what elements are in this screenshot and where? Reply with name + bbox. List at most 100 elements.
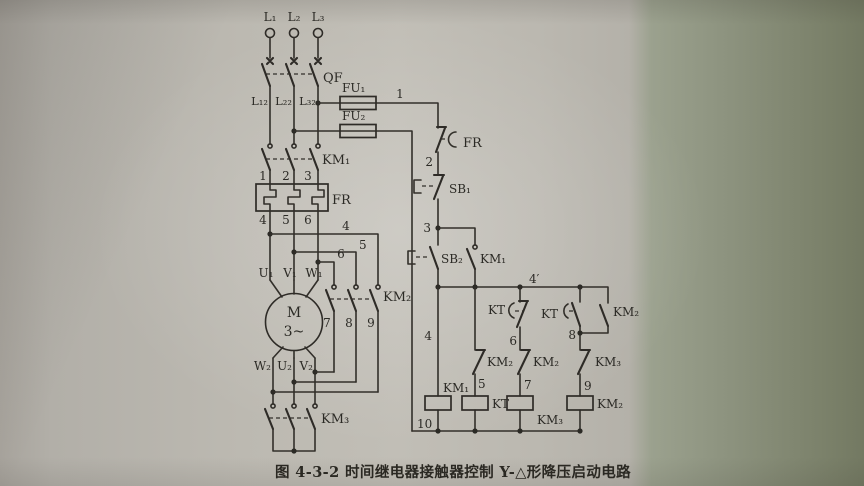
terminal-circle-l3	[312, 27, 324, 39]
branch-wires-4-5-6	[269, 233, 379, 286]
wire-number-4: 4	[342, 219, 350, 233]
motor-top-leads	[269, 279, 319, 298]
kt-nc-blade	[515, 299, 530, 329]
fu1-body	[339, 95, 377, 111]
wire-number-9c: 9	[584, 379, 592, 393]
motor-terminal-u1: U₁	[259, 266, 274, 280]
junction-dot	[435, 428, 441, 434]
fr-terminal-1: 1	[259, 169, 267, 183]
km2-coil-label: KM₂	[597, 397, 623, 411]
supply-wires	[269, 37, 319, 59]
fuse-fu2: FU₂	[291, 109, 413, 432]
kt-no-label: KT	[541, 307, 558, 321]
qf-blades	[260, 62, 320, 88]
qf-label: QF	[323, 71, 343, 86]
kt-nc-delay-arc	[508, 302, 515, 319]
kt-coil-branch: KM₂ 5 KT	[461, 286, 513, 432]
contact-pivot	[472, 244, 478, 250]
motor-terminal-u2: U₂	[277, 359, 292, 373]
km1-selfhold-contact: KM₁	[465, 244, 506, 288]
bus-4-prime: 4′	[435, 272, 609, 304]
sb1-nc-blade	[432, 173, 446, 201]
parallel-join-wire	[579, 325, 609, 334]
wire-number-3: 3	[423, 221, 431, 235]
sb1-label: SB₁	[449, 182, 471, 196]
km1-main-label: KM₁	[322, 153, 350, 168]
junction-dot	[517, 428, 523, 434]
sb2-label: SB₂	[441, 252, 463, 266]
km2-nc-label-b: KM₂	[533, 355, 559, 369]
km3-nc-label: KM₃	[595, 355, 621, 369]
wire-number-10: 10	[417, 417, 432, 431]
motor-letter: M	[287, 305, 301, 321]
contact-pivot	[291, 143, 297, 149]
wire-label-l12: L₁₂	[251, 94, 268, 108]
delta-branch-wires: 4 5 6	[267, 219, 379, 286]
contact-pivot	[270, 403, 276, 409]
km3-coil-branch: KT 6 KM₂ 7 KM₃	[488, 286, 563, 432]
fr-thermal-hook	[447, 131, 457, 148]
contact-pivot	[331, 284, 337, 290]
fu1-wire-1	[317, 102, 439, 129]
km2-blades	[324, 288, 380, 313]
circuit-breaker-qf: QF L₁₂ L₂₂ L₃₂	[251, 56, 343, 145]
fr-terminal-3: 3	[304, 169, 312, 183]
wire-number-7c: 7	[524, 378, 532, 392]
qf-cross-marks	[265, 56, 323, 66]
km1-no-blade	[465, 247, 477, 271]
km3-coil-label: KM₃	[537, 413, 563, 427]
thermal-relay-fr: 1 2 3 FR 4 5 6	[255, 169, 352, 281]
figure-caption: 图 4-3-2 时间继电器接触器控制 Y-△形降压启动电路	[275, 463, 631, 481]
km1-coil	[424, 395, 452, 411]
fr-nc-blade	[434, 125, 448, 154]
km2-no-label: KM₂	[613, 305, 639, 319]
km1-coil-branch: 4 KM₁	[424, 286, 469, 432]
fr-heater-elements	[263, 183, 325, 212]
terminal-9: 9	[367, 316, 375, 330]
branch-to-selfhold	[437, 227, 476, 246]
junction-dot	[291, 448, 297, 454]
km3-main-label: KM₃	[321, 412, 349, 427]
fu2-label: FU₂	[342, 109, 365, 123]
fr-control-label: FR	[463, 136, 483, 151]
bottom-return-bus: 10	[411, 417, 583, 434]
terminal-label-l2: L₂	[288, 10, 301, 24]
fr-terminal-6: 6	[304, 213, 312, 227]
kt-no-blade	[570, 301, 582, 328]
kt-coil-label: KT	[492, 397, 509, 411]
contact-pivot	[291, 403, 297, 409]
terminal-circle-l1	[264, 27, 276, 39]
wire-number-6c: 6	[509, 334, 517, 348]
fuse-fu1: FU₁ 1	[315, 81, 439, 129]
fr-terminal-2: 2	[282, 169, 290, 183]
fr-terminal-5: 5	[282, 213, 290, 227]
km1-coil-label: KM₁	[443, 381, 469, 395]
wire-label-l22: L₂₂	[275, 94, 292, 108]
stop-button-sb1: SB₁ 3	[413, 173, 476, 246]
kt-nc-label: KT	[488, 303, 505, 317]
motor-terminal-v1: V₁	[282, 266, 296, 280]
wire-number-1: 1	[396, 87, 404, 101]
sb1-actuator	[413, 179, 422, 194]
wire-number-5c: 5	[478, 377, 486, 391]
wire-number-4c: 4	[424, 329, 432, 343]
fr-body	[255, 183, 329, 212]
km3-nc-blade	[576, 348, 592, 376]
km3-coil	[506, 395, 534, 411]
fr-nc-contact: FR 2	[425, 125, 483, 175]
motor-circle	[264, 292, 324, 352]
km2-nc-blade-a	[471, 348, 487, 376]
km2-nc-blade-b	[516, 348, 532, 376]
terminal-circle-l2	[288, 27, 300, 39]
contact-pivot	[375, 284, 381, 290]
km2-coil	[566, 395, 594, 411]
motor: U₁ V₁ W₁ M 3~ W₂ U₂ V₂	[254, 266, 379, 405]
contact-pivot	[315, 143, 321, 149]
contact-pivot	[312, 403, 318, 409]
fr-terminal-4: 4	[259, 213, 267, 227]
terminal-7: 7	[323, 316, 331, 330]
km3-blades	[263, 407, 317, 431]
motor-phase: 3~	[284, 324, 305, 340]
fu2-body	[339, 123, 377, 139]
